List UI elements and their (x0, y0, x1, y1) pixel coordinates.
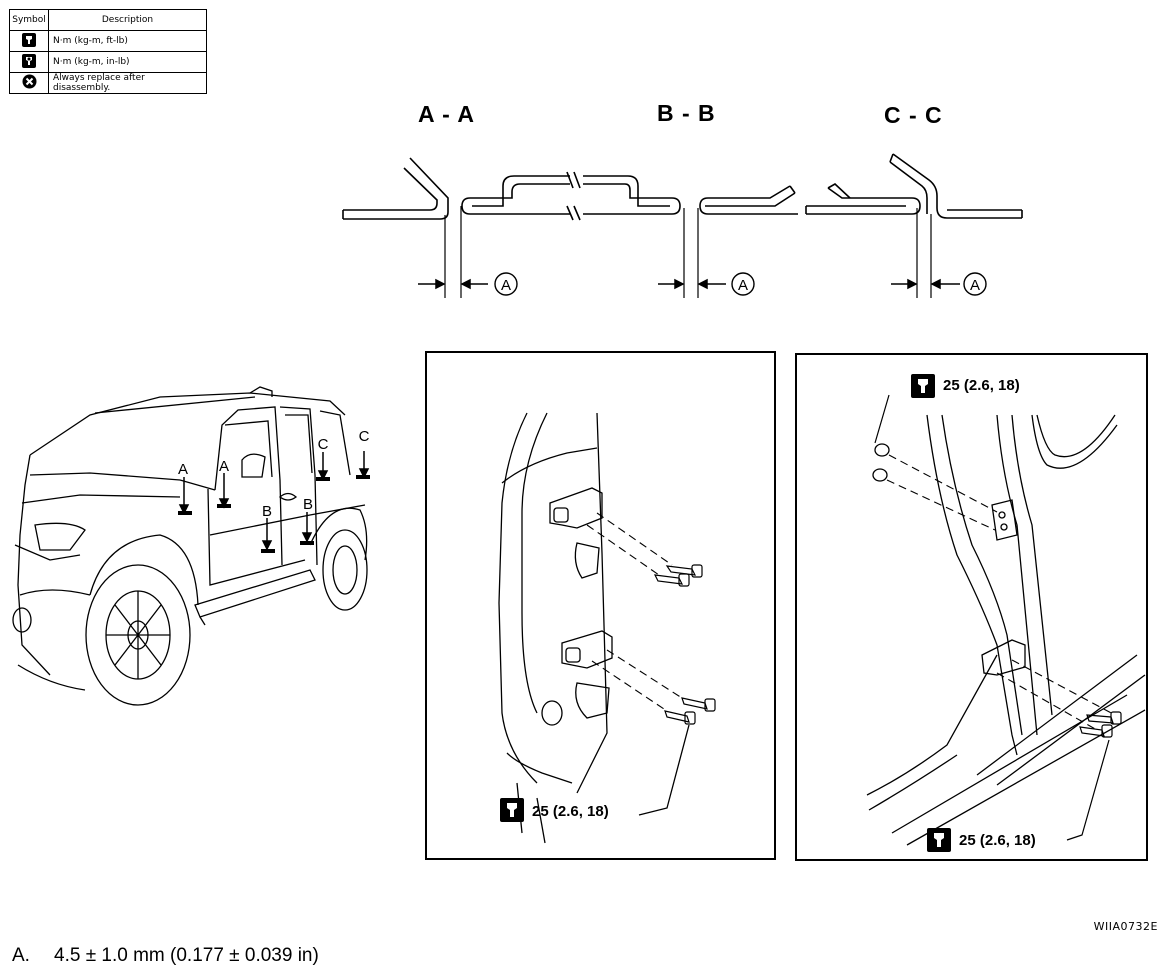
section-title-bb: B - B (657, 100, 716, 126)
torque-wrench-inlb-icon (22, 53, 36, 68)
section-title-cc: C - C (884, 102, 943, 128)
vehicle-marker-c1: C (318, 436, 329, 453)
front-hinge-panel (425, 351, 776, 860)
symbol-legend-table: Symbol Description N·m (kg-m, ft-lb) N·m… (9, 9, 207, 94)
section-title-aa: A - A (418, 101, 475, 127)
torque-wrench-icon-front (500, 798, 524, 822)
vehicle-marker-b1: B (262, 503, 272, 520)
front-hinge-illustration (498, 412, 716, 844)
torque-value-rear-hinge-bottom: 25 (2.6, 18) (959, 832, 1036, 849)
replace-part-icon (22, 74, 36, 89)
clearance-footnote: A. 4.5 ± 1.0 mm (0.177 ± 0.039 in) (12, 945, 319, 967)
footnote-key: A. (12, 945, 30, 966)
rear-hinge-panel (795, 353, 1148, 861)
legend-desc-replace: Always replace after disassembly. (48, 72, 207, 94)
clearance-label-aa: A (501, 277, 511, 294)
diagram-code: WIIA0732E (1093, 920, 1158, 933)
torque-wrench-icon-rear-top (911, 374, 935, 398)
torque-value-front-hinge: 25 (2.6, 18) (532, 803, 609, 820)
footnote-text: 4.5 ± 1.0 mm (0.177 ± 0.039 in) (54, 945, 319, 966)
torque-wrench-ftlb-icon (22, 32, 36, 47)
torque-wrench-icon-rear-bottom (927, 828, 951, 852)
clearance-label-cc: A (970, 277, 980, 294)
vehicle-marker-a2: A (219, 458, 229, 475)
clearance-marker-cc (963, 272, 987, 296)
clearance-marker-bb (731, 272, 755, 296)
rear-hinge-illustration (866, 394, 1146, 846)
cross-section-diagram: A A A (342, 153, 1023, 298)
clearance-label-bb: A (738, 277, 748, 294)
vehicle-illustration: A A B B C C (12, 386, 370, 706)
clearance-marker-aa (494, 272, 518, 296)
vehicle-marker-a1: A (178, 461, 188, 478)
torque-value-rear-hinge-top: 25 (2.6, 18) (943, 377, 1020, 394)
vehicle-marker-c2: C (359, 428, 370, 445)
vehicle-marker-b2: B (303, 496, 313, 513)
